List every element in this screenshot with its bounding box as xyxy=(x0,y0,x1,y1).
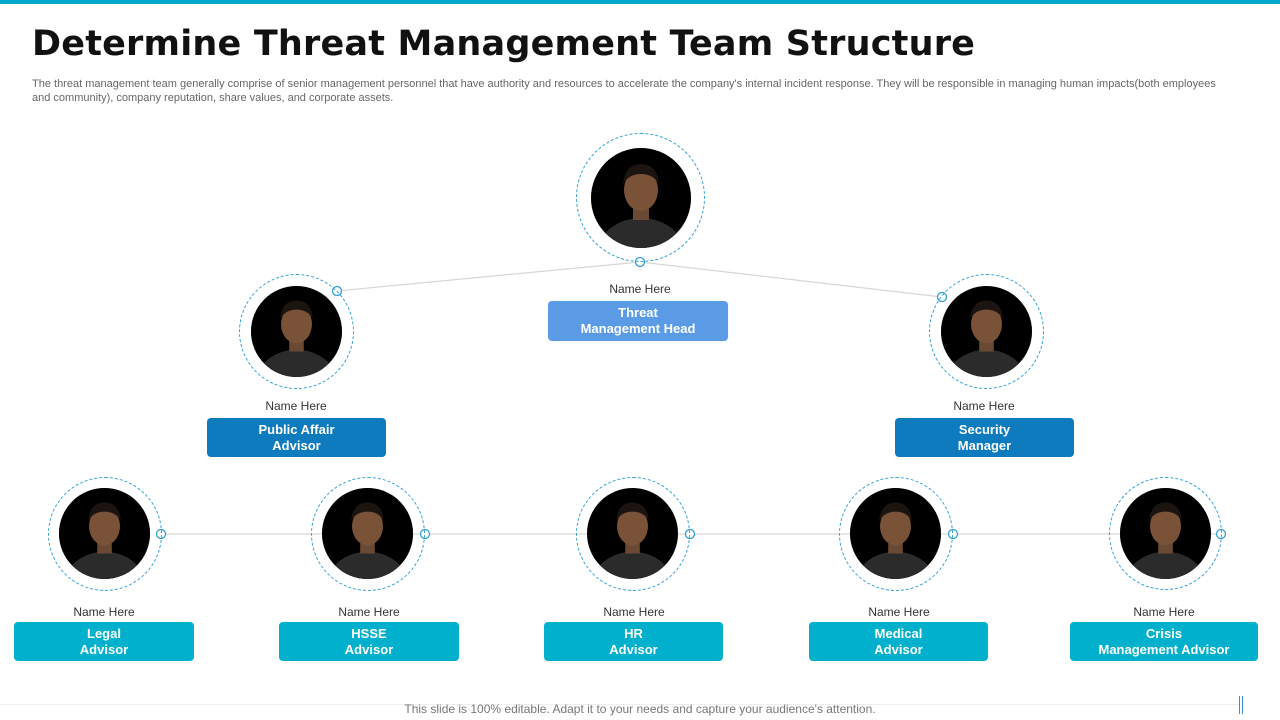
page-description: The threat management team generally com… xyxy=(32,78,1216,104)
photo-ring xyxy=(929,274,1044,389)
footer-divider xyxy=(0,704,1240,705)
footer-note: This slide is 100% editable. Adapt it to… xyxy=(404,702,876,716)
photo-ring xyxy=(239,274,354,389)
top-accent-bar xyxy=(0,0,1280,4)
person-photo xyxy=(941,286,1032,377)
photo-ring xyxy=(311,477,425,591)
person-photo xyxy=(591,148,691,248)
name-label: Name Here xyxy=(1133,605,1195,619)
person-photo xyxy=(251,286,342,377)
name-label: Name Here xyxy=(868,605,930,619)
name-label: Name Here xyxy=(953,399,1015,413)
person-photo xyxy=(850,488,941,579)
person-photo xyxy=(322,488,413,579)
person-photo xyxy=(587,488,678,579)
name-label: Name Here xyxy=(603,605,665,619)
name-label: Name Here xyxy=(265,399,327,413)
photo-ring xyxy=(839,477,953,591)
photo-ring xyxy=(576,133,705,262)
photo-ring xyxy=(576,477,690,591)
name-label: Name Here xyxy=(73,605,135,619)
person-photo xyxy=(59,488,150,579)
page-marker-icon xyxy=(1239,696,1243,714)
photo-ring xyxy=(1109,477,1222,590)
photo-ring xyxy=(48,477,162,591)
page-title: Determine Threat Management Team Structu… xyxy=(32,24,976,64)
name-label: Name Here xyxy=(609,282,671,296)
name-label: Name Here xyxy=(338,605,400,619)
person-photo xyxy=(1120,488,1211,579)
